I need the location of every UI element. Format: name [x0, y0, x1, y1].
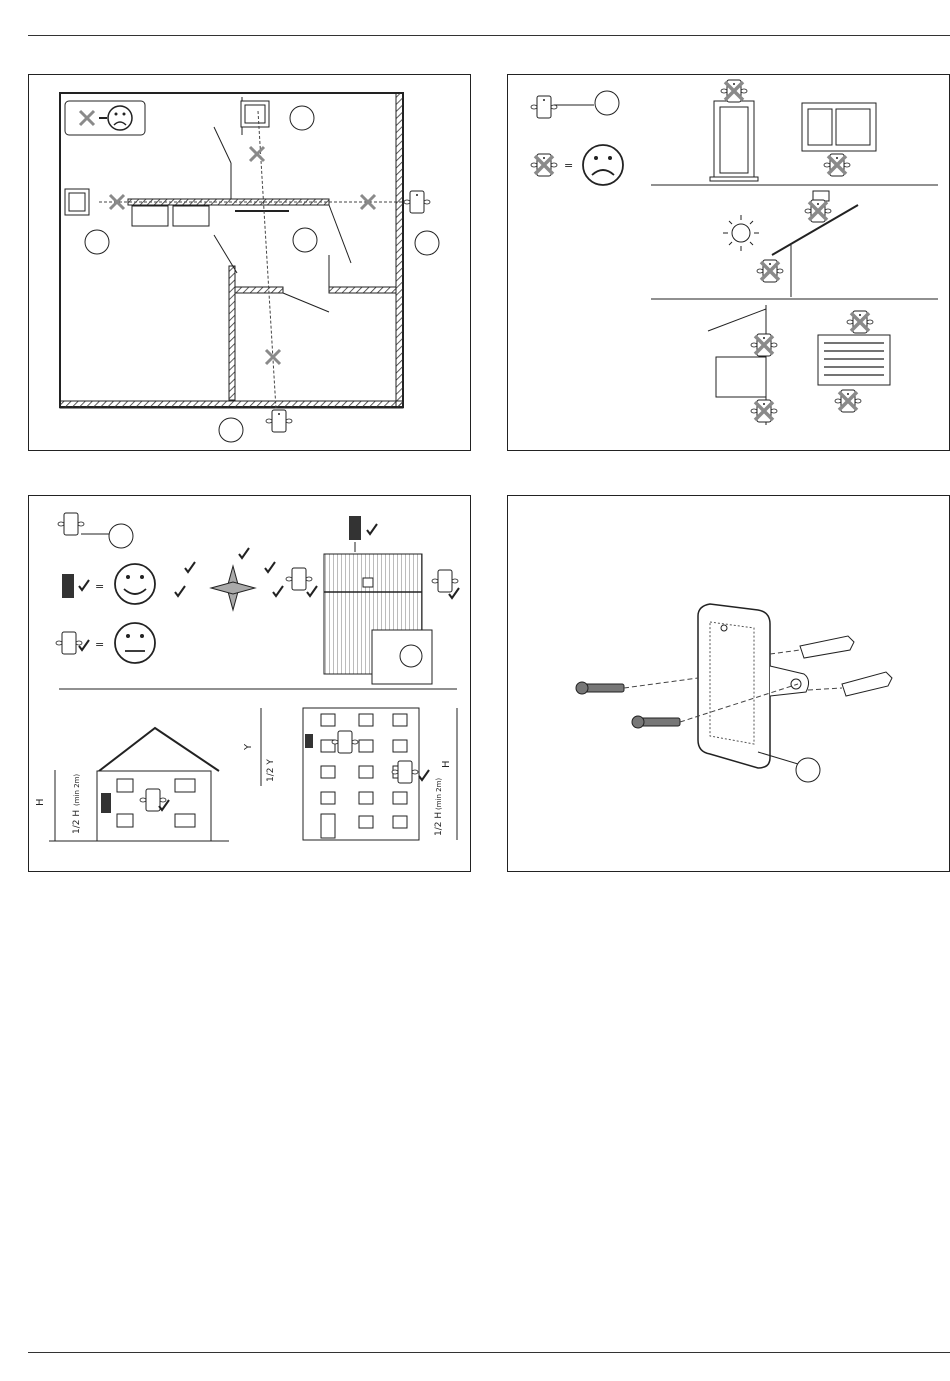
orientation-height-drawing: = = — [29, 496, 472, 873]
bottom-rule — [28, 1352, 950, 1353]
figure-floor-plan — [28, 74, 471, 451]
wall-mounting-drawing — [508, 496, 950, 873]
floor-plan-drawing — [29, 75, 472, 452]
figure-orientation-height: = = — [28, 495, 471, 872]
equals-sign-neutral: = — [95, 638, 104, 651]
figure-wall-mounting — [507, 495, 950, 872]
half-y-label: 1/2 Y — [266, 759, 276, 782]
height-label-house: H — [35, 798, 46, 806]
y-label: Y — [243, 743, 254, 751]
height-label-block: H — [441, 760, 452, 768]
figure-avoid-locations: = — [507, 74, 950, 451]
min-2m-label-house: (min 2m) — [73, 774, 81, 806]
half-height-label-house: 1/2 H — [72, 810, 82, 834]
equals-sign: = — [564, 159, 573, 172]
avoid-locations-drawing: = — [508, 75, 950, 452]
half-height-label-block: 1/2 H — [434, 812, 444, 836]
min-2m-label-block: (min 2m) — [435, 778, 443, 810]
equals-sign-happy: = — [95, 580, 104, 593]
top-rule — [28, 35, 950, 36]
